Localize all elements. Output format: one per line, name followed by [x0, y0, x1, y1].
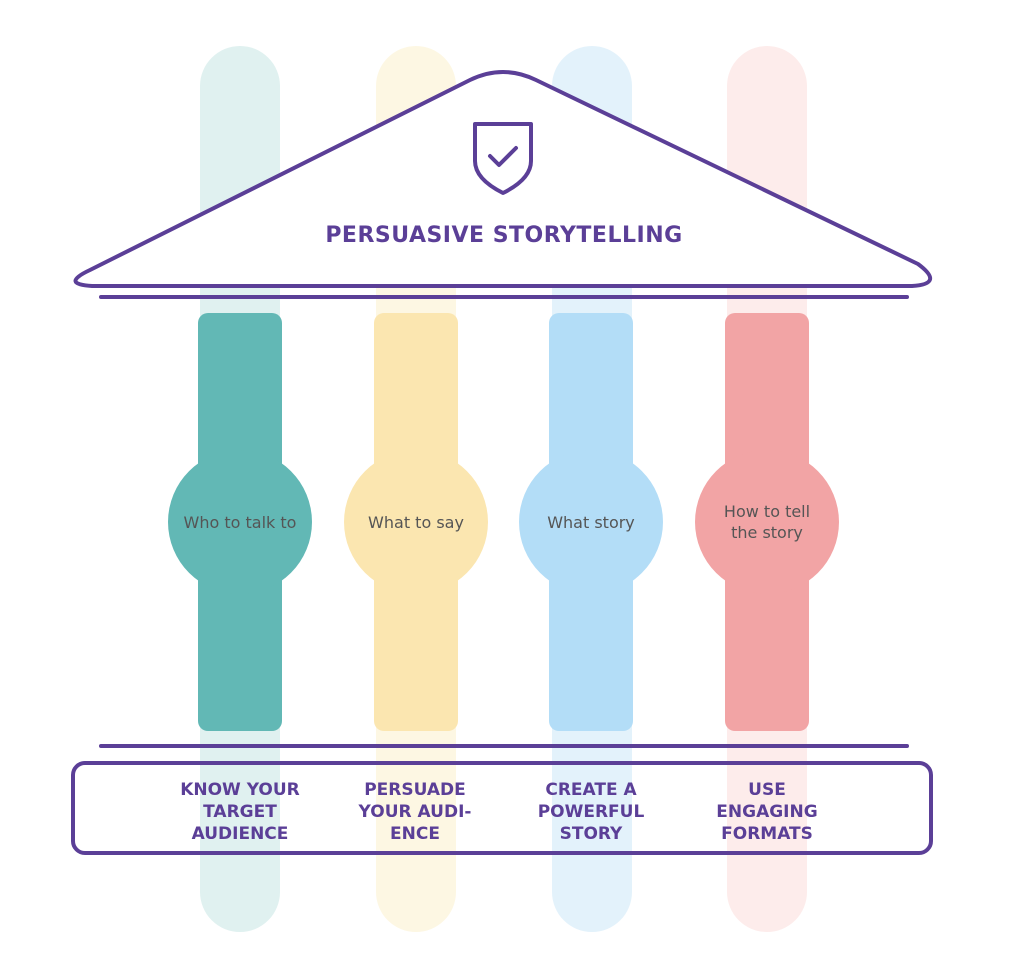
foundation-box [71, 761, 933, 855]
foundation-line [99, 744, 909, 748]
pillar-1-label: Who to talk to [183, 512, 297, 532]
base-label-1: KNOW YOUR TARGET AUDIENCE [180, 780, 300, 844]
pillar-1-circle: Who to talk to [168, 450, 312, 594]
diagram-title: PERSUASIVE STORYTELLING [325, 223, 683, 248]
pillar-2-circle: What to say [344, 450, 488, 594]
pillar-3-circle: What story [519, 450, 663, 594]
pillar-4-label: How to tell the story [723, 502, 811, 542]
roof-base-line [99, 295, 909, 299]
pillar-3-label: What story [547, 512, 635, 532]
base-label-2: PERSUADE YOUR AUDI- ENCE [358, 780, 472, 844]
base-label-3: CREATE A POWERFUL STORY [537, 780, 645, 844]
base-label-4: USE ENGAGING FORMATS [716, 780, 818, 844]
pillar-2-label: What to say [368, 512, 464, 532]
shield-check-icon [473, 122, 533, 195]
pillar-4-circle: How to tell the story [695, 450, 839, 594]
